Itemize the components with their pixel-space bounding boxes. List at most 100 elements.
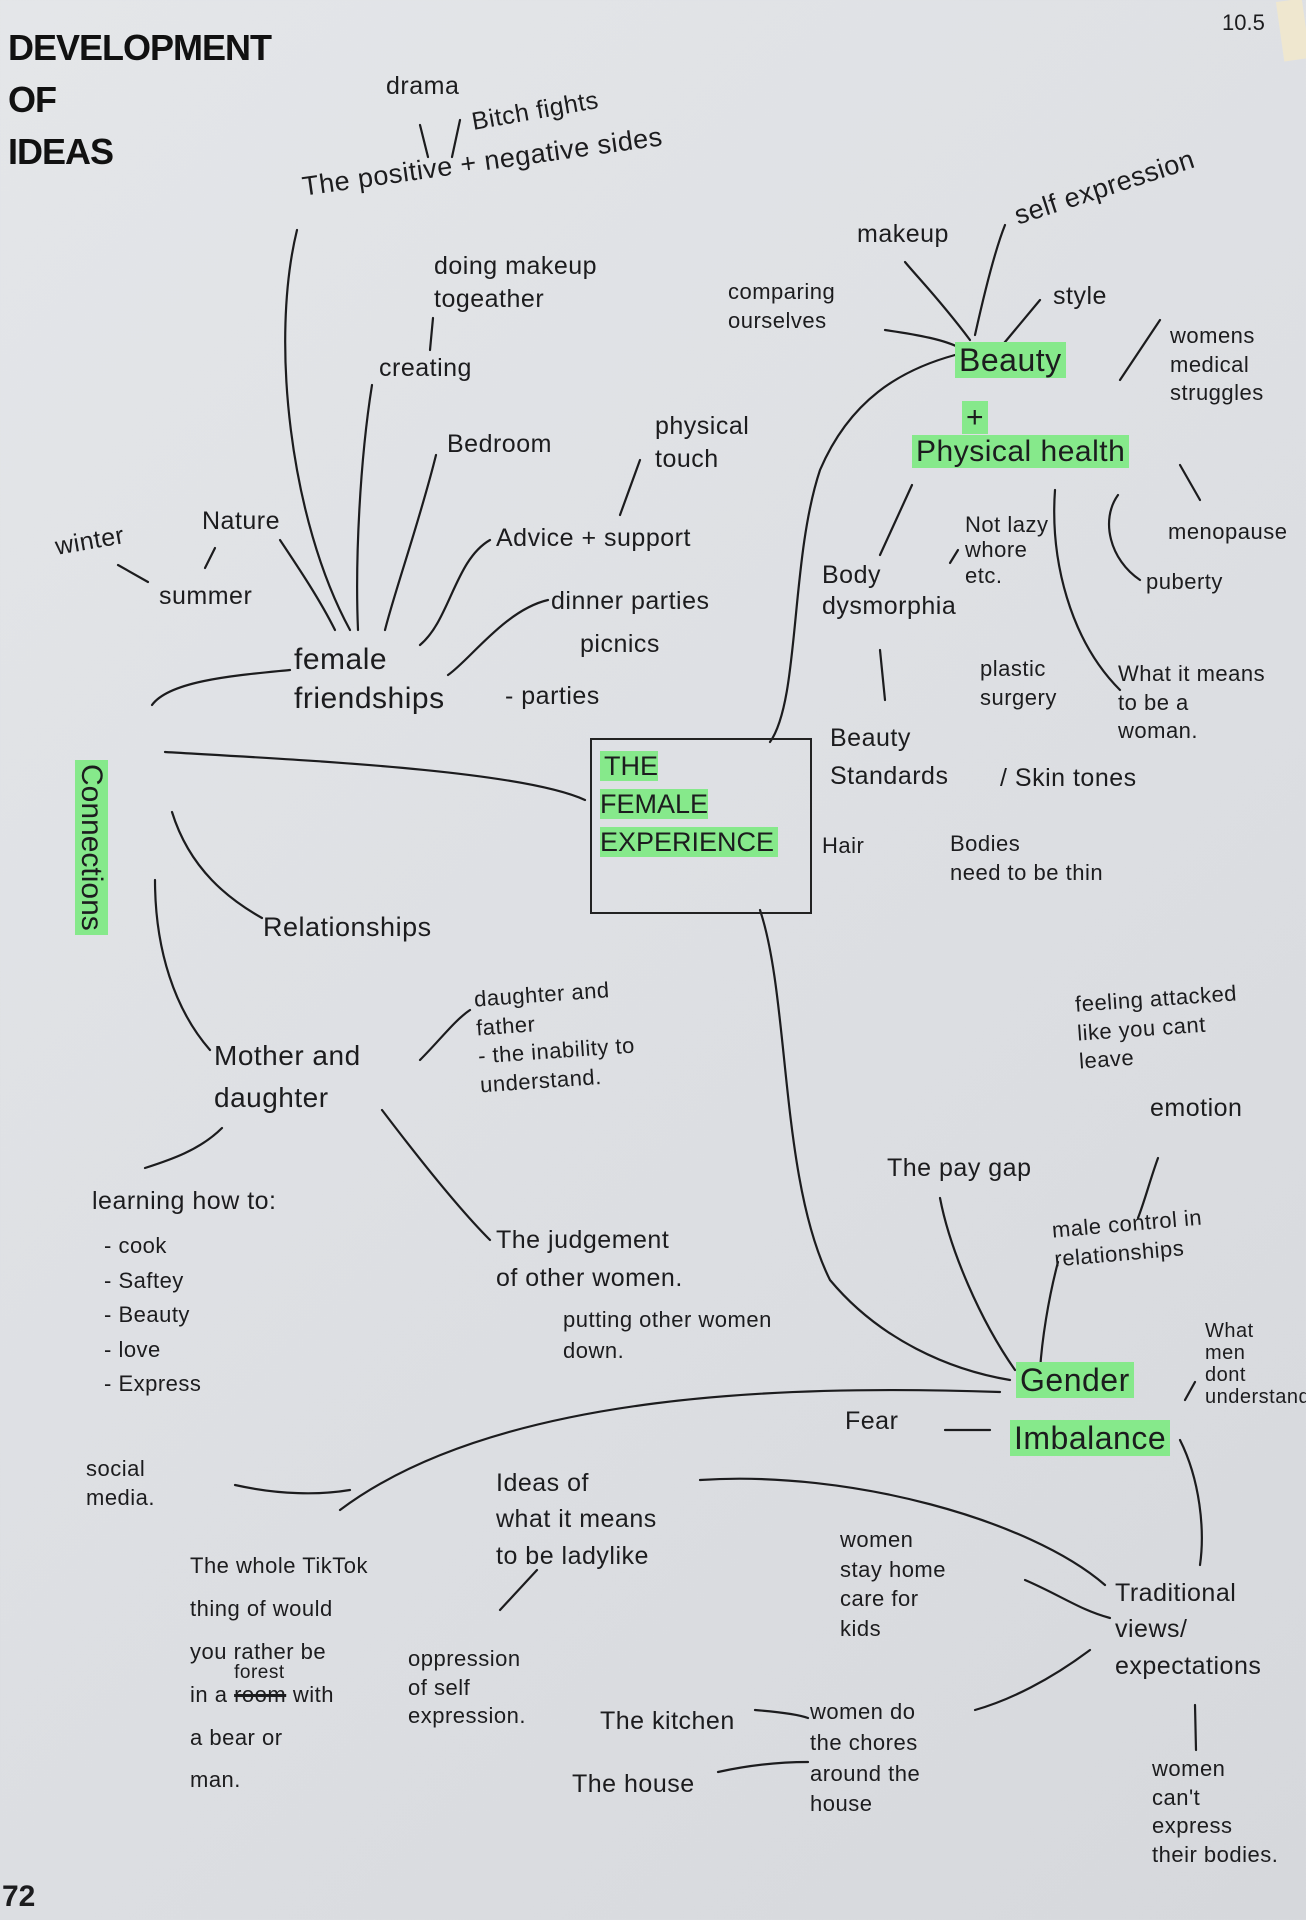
node-judgement: The judgement of other women.	[496, 1226, 683, 1292]
node-putting-down: putting other women down.	[563, 1307, 772, 1363]
connector	[418, 538, 492, 647]
connector	[1178, 463, 1202, 502]
node-summer: summer	[159, 582, 253, 610]
connector	[284, 228, 352, 632]
node-chores: women do the chores around the house	[810, 1699, 921, 1817]
learning-item: - love	[104, 1336, 161, 1362]
learning-list: - cook - Saftey - Beauty - love - Expres…	[104, 1232, 201, 1399]
node-beauty-standards: Beauty Standards	[830, 724, 949, 790]
connector	[758, 908, 1012, 1382]
connector	[418, 123, 430, 159]
connector	[498, 1568, 539, 1612]
connector	[883, 328, 962, 350]
connector	[1193, 1703, 1198, 1752]
node-physical-health-label: Physical health	[912, 435, 1130, 468]
connector	[1136, 1156, 1160, 1220]
connector	[428, 316, 435, 352]
node-gender: Gender	[1016, 1360, 1134, 1402]
node-beauty: Beauty	[955, 340, 1066, 382]
node-body-dysmorphia: Body dysmorphia	[822, 561, 957, 621]
node-puberty: puberty	[1146, 569, 1223, 594]
center-node-box	[590, 738, 812, 914]
connector	[1118, 318, 1162, 382]
node-traditional-views: Traditional views/ expectations	[1115, 1579, 1262, 1680]
node-advice-support: Advice + support	[496, 524, 691, 552]
node-what-it-means-woman: What it means to be a woman.	[1118, 661, 1266, 744]
connector	[278, 538, 337, 632]
learning-item: - Express	[104, 1371, 202, 1397]
node-physical-health: Physical health	[912, 432, 1130, 471]
node-drama: drama	[386, 72, 460, 100]
learning-item: - Beauty	[104, 1302, 190, 1328]
connector	[878, 648, 887, 702]
node-house: The house	[572, 1770, 695, 1798]
node-bodies-thin: Bodies need to be thin	[950, 831, 1104, 885]
connector	[878, 483, 914, 557]
connector	[973, 1648, 1092, 1712]
node-tiktok: The whole TikTok thing of would you rath…	[190, 1545, 368, 1802]
node-makeup: makeup	[857, 220, 949, 248]
connector	[618, 458, 642, 517]
node-men-dont-understand: What men dont understand	[1205, 1320, 1306, 1408]
connector	[163, 750, 587, 802]
node-creating: creating	[379, 354, 472, 382]
node-mother-daughter: Mother and daughter	[214, 1040, 361, 1113]
connector	[1183, 1380, 1197, 1402]
node-gender-label: Gender	[1016, 1362, 1134, 1398]
corner-label: 10.5	[1222, 10, 1265, 35]
node-beauty-label: Beauty	[955, 342, 1066, 378]
center-node-label: THE FEMALE EXPERIENCE	[600, 748, 779, 861]
connector	[903, 260, 972, 342]
node-comparing-ourselves: comparing ourselves	[728, 279, 836, 333]
branch-connections: Connections	[74, 760, 108, 935]
node-social-media: social media.	[86, 1456, 156, 1510]
node-learning: learning how to:	[92, 1187, 277, 1215]
connector	[1053, 488, 1122, 692]
connector	[698, 1477, 1107, 1587]
branch-connections-label: Connections	[75, 760, 108, 935]
connector	[1178, 1438, 1203, 1567]
connector	[203, 546, 217, 570]
node-imbalance: Imbalance	[1010, 1418, 1171, 1460]
connector	[1023, 1578, 1112, 1620]
page-title: DEVELOPMENT OF IDEAS	[8, 27, 272, 173]
tiktok-text-start: The whole TikTok thing of would you rath…	[190, 1553, 368, 1707]
node-daughter-father: daughter and father - the inability to u…	[473, 977, 636, 1098]
node-ladylike: Ideas of what it means to be ladylike	[496, 1469, 657, 1570]
node-female-friendships: female friendships	[294, 643, 445, 715]
node-doing-makeup: doing makeup togeather	[434, 252, 598, 313]
connector	[418, 1008, 472, 1062]
connector	[998, 298, 1042, 350]
node-oppression: oppression of self expression.	[408, 1646, 527, 1729]
connector	[150, 668, 292, 707]
connector	[233, 1483, 352, 1495]
node-skin-tones: / Skin tones	[1000, 764, 1137, 792]
connector	[768, 353, 957, 744]
connector	[383, 453, 438, 632]
connector	[143, 1126, 224, 1170]
center-node-text: THE FEMALE EXPERIENCE	[600, 751, 779, 857]
connector	[116, 563, 150, 584]
node-not-lazy: Not lazy whore etc.	[965, 512, 1049, 588]
tiktok-struck-word: room	[234, 1681, 287, 1707]
node-bedroom: Bedroom	[447, 430, 552, 458]
connector	[1107, 493, 1142, 582]
node-kitchen: The kitchen	[600, 1707, 735, 1735]
node-plus-label: +	[962, 401, 989, 434]
node-nature: Nature	[202, 507, 281, 535]
node-dinner-parties: dinner parties	[551, 587, 710, 615]
connector	[153, 878, 212, 1052]
learning-item: - Saftey	[104, 1267, 184, 1293]
connector	[338, 1388, 1002, 1512]
node-picnics: picnics	[580, 630, 660, 658]
node-womens-medical: womens medical struggles	[1170, 323, 1264, 406]
connector	[1038, 1260, 1060, 1372]
connector	[938, 1196, 1017, 1372]
page-number: 72	[2, 1880, 36, 1913]
connector	[716, 1760, 810, 1774]
node-pay-gap: The pay gap	[887, 1154, 1032, 1182]
node-imbalance-label: Imbalance	[1010, 1420, 1171, 1456]
connector	[753, 1708, 810, 1720]
learning-item: - cook	[104, 1233, 167, 1258]
